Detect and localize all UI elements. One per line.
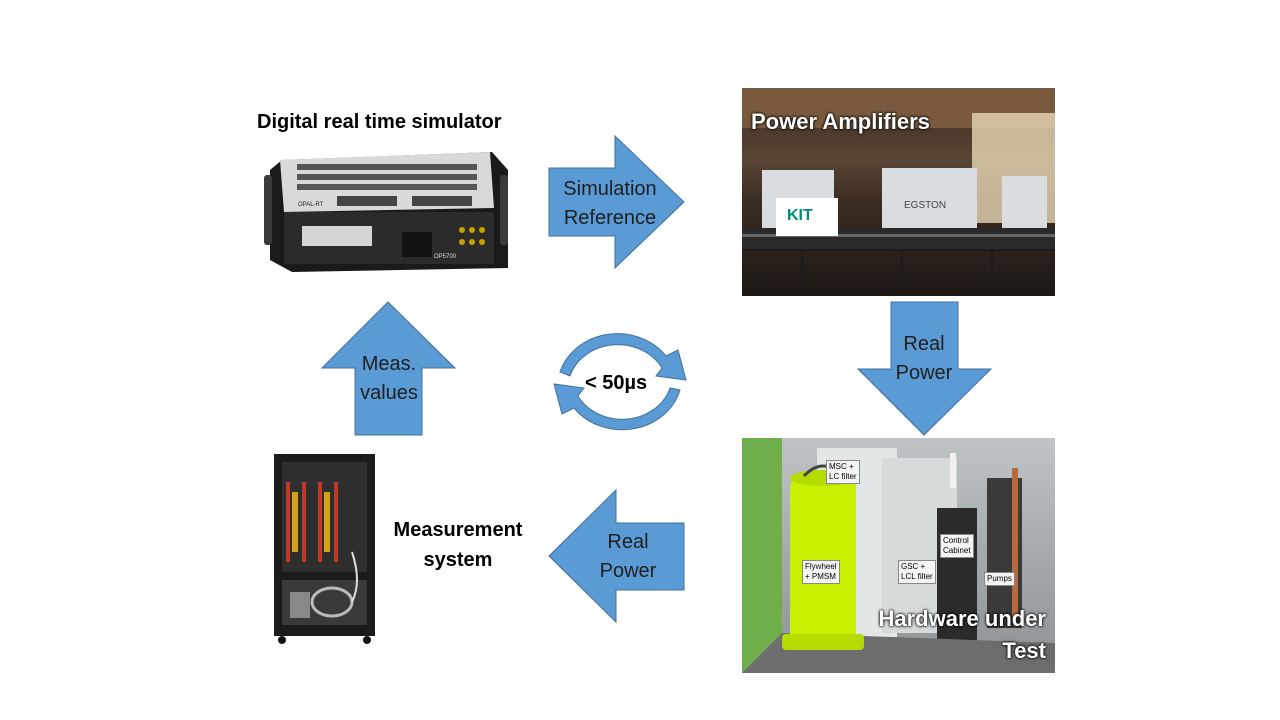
measurement-system-image xyxy=(274,454,375,644)
measurement-system-label: Measurement system xyxy=(393,519,523,571)
flywheel-pmsm-tag: Flywheel+ PMSM xyxy=(802,560,840,584)
hardware-under-test-title: Hardware under Test xyxy=(878,606,1047,663)
opal-logo: OPAL-RT xyxy=(298,202,324,208)
simulator-title: Digital real time simulator xyxy=(257,111,502,133)
simulator-image: OPAL-RT OP5700 xyxy=(264,152,508,272)
gsc-lcl-filter-tag: GSC +LCL filter xyxy=(898,560,936,584)
simulation-reference-arrow xyxy=(548,135,685,270)
real-power-left-label: Real Power xyxy=(599,531,657,582)
op5700-label: OP5700 xyxy=(434,254,457,260)
meas-values-label: Meas. values xyxy=(360,353,418,404)
kit-logo: KIT xyxy=(787,207,813,224)
real-power-down-arrow xyxy=(857,301,993,436)
egston-logo: EGSTON xyxy=(904,200,946,211)
pumps-tag: Pumps xyxy=(984,572,1015,586)
meas-values-up-arrow xyxy=(321,301,457,436)
power-amplifiers-photo: KIT EGSTON Power Amplifiers xyxy=(742,88,1055,296)
simulation-reference-label: Simulation Reference xyxy=(563,178,657,229)
real-power-down-label: Real Power xyxy=(895,333,953,384)
power-amplifiers-title: Power Amplifiers xyxy=(751,109,930,134)
real-power-left-arrow xyxy=(548,489,685,624)
cycle-arrows-icon xyxy=(553,333,687,431)
msc-lc-filter-tag: MSC +LC filter xyxy=(826,460,860,484)
hardware-under-test-photo: MSC +LC filter Flywheel+ PMSM GSC +LCL f… xyxy=(742,438,1055,673)
cycle-time-label: < 50µs xyxy=(585,372,648,394)
